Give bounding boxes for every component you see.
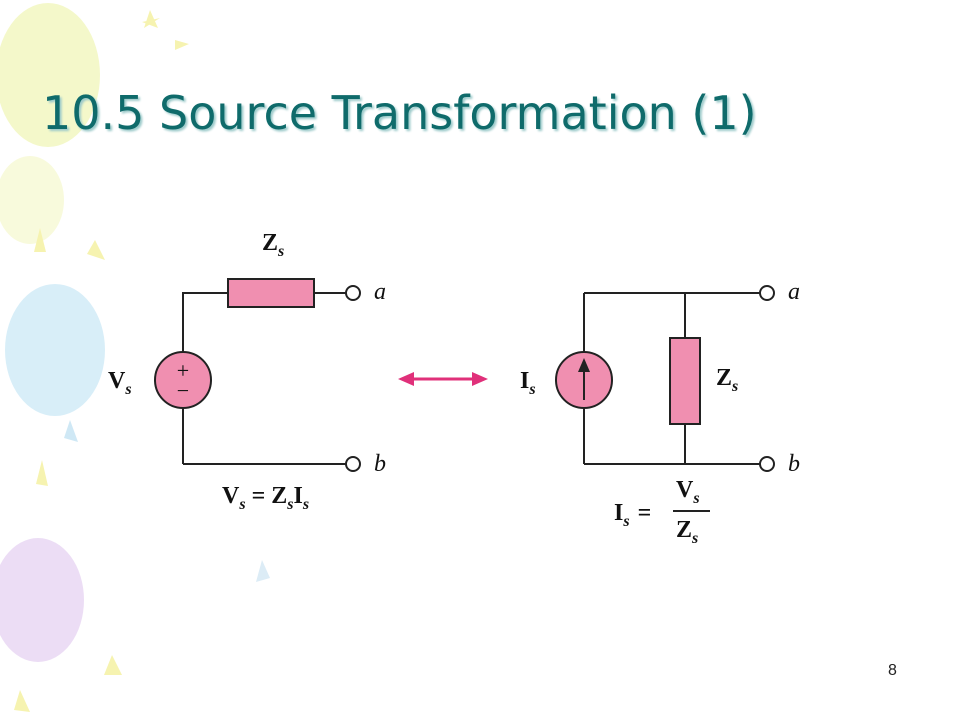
left-terminal-a-label: a [374, 279, 386, 305]
voltage-plus-sign: + [177, 358, 189, 383]
equivalence-arrow [398, 372, 488, 386]
fraction-denominator: Zs [676, 517, 698, 547]
balloon-icon [5, 284, 105, 416]
left-terminal-b-label: b [374, 451, 386, 477]
current-source-label: Is [520, 368, 536, 398]
terminal-b-node [345, 456, 361, 472]
svg-text:Is=: Is= [614, 500, 651, 530]
star-icon [34, 228, 46, 252]
slide-title: 10.5 Source Transformation (1) [42, 86, 757, 140]
voltage-source [154, 351, 212, 409]
right-terminal-a-label: a [788, 279, 800, 305]
right-circuit [555, 285, 775, 472]
left-equation: Vs=ZsIs [222, 483, 309, 513]
voltage-minus-sign: − [177, 378, 189, 403]
balloon-icon [0, 538, 84, 662]
left-impedance-label: Zs [262, 230, 284, 260]
star-icon [256, 560, 270, 582]
star-icon [87, 240, 105, 260]
current-direction-arrow-head [578, 358, 590, 372]
right-equation: Is= Vs Zs [614, 477, 710, 547]
star-icon [64, 420, 78, 442]
star-icon [14, 690, 30, 712]
star-icon [104, 655, 122, 675]
series-impedance [227, 278, 315, 308]
balloon-icon [0, 3, 100, 147]
parallel-impedance [669, 337, 701, 425]
star-icon [175, 40, 189, 50]
voltage-source-label: Vs [108, 368, 132, 398]
terminal-b-node [759, 456, 775, 472]
left-circuit [154, 278, 361, 472]
right-impedance-label: Zs [716, 365, 738, 395]
fraction-numerator: Vs [676, 477, 700, 507]
star-icon [36, 460, 48, 486]
wire [182, 292, 228, 352]
terminal-a-node [345, 285, 361, 301]
balloon-icon [0, 156, 64, 244]
right-terminal-b-label: b [788, 451, 800, 477]
star-icon [142, 10, 160, 28]
terminal-a-node [759, 285, 775, 301]
page-number: 8 [888, 662, 897, 679]
